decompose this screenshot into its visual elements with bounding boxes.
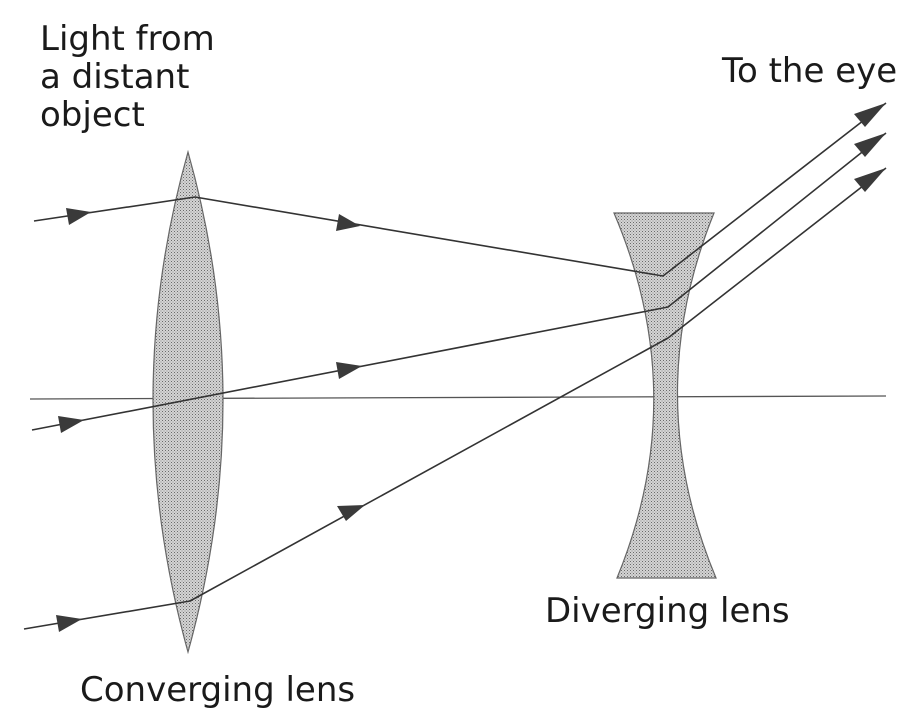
ray-bottom [23, 167, 887, 630]
eye-label: To the eye [722, 51, 898, 91]
converging-lens [152, 149, 224, 655]
ray-top-arrow-in [66, 208, 91, 225]
ray-middle [31, 132, 887, 431]
ray-top-arrow-mid [336, 214, 360, 231]
source-label-line-1: Light from [40, 19, 215, 59]
ray-bottom-arrow-mid [337, 505, 365, 521]
diverging-lens-label: Diverging lens [545, 591, 790, 631]
ray-top-arrow-out [854, 103, 886, 127]
ray-bottom-arrow-in [56, 615, 82, 632]
ray-bottom-arrow-out [854, 168, 886, 192]
ray-middle-arrow-in [58, 416, 84, 433]
diverging-lens [613, 212, 717, 579]
source-label-line-2: a distant [40, 57, 190, 97]
ray-middle-arrow-out [854, 133, 886, 157]
ray-middle-arrow-mid [336, 362, 362, 379]
converging-lens-label: Converging lens [80, 670, 356, 710]
source-label-line-3: object [40, 95, 145, 135]
ray-top [33, 102, 887, 277]
source-label: Light from a distant object [40, 20, 215, 134]
